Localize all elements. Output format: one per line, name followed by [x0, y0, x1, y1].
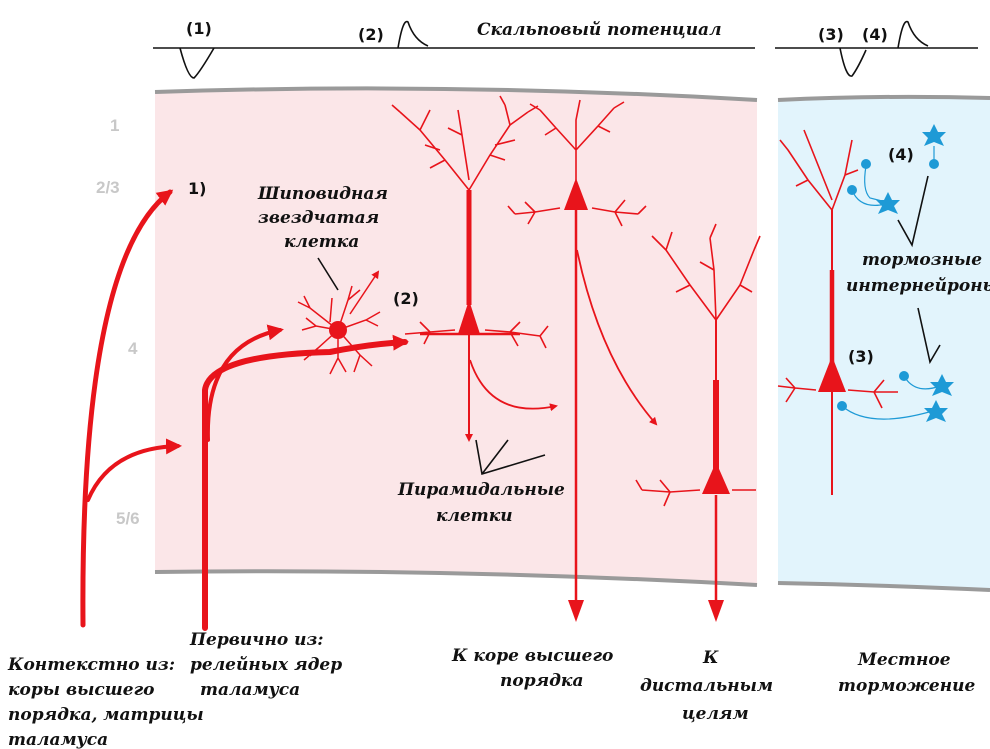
primary-label-line2: релейных ядер: [190, 655, 342, 675]
distal-label-line3: целям: [682, 704, 749, 724]
layer-label-2-3: 2/3: [96, 178, 120, 197]
right-mark-3: (3): [848, 347, 874, 366]
inhibitory-label-line2: интернейроны: [846, 276, 990, 296]
higher-cortex-label-line2: порядка: [500, 671, 583, 691]
local-label-line2: торможение: [838, 676, 975, 696]
layer-label-1: 1: [110, 116, 119, 135]
waveform-positive-4: [898, 22, 928, 48]
higher-cortex-arrow: [568, 600, 584, 622]
contextual-label-line2: коры высшего: [8, 680, 154, 700]
layer-label-5-6: 5/6: [116, 509, 140, 528]
scalp-mark-4: (4): [862, 25, 888, 44]
higher-cortex-label-line1: К коре высшего: [451, 646, 613, 666]
pyramidal-label-line1: Пирамидальные: [397, 480, 565, 500]
primary-label-line3: таламуса: [200, 680, 300, 700]
right-mark-4: (4): [888, 145, 914, 164]
distal-label-line1: К: [702, 648, 719, 668]
input-mark-1: 1): [188, 179, 206, 198]
contextual-label-line1: Контекстно из:: [7, 655, 175, 675]
stellate-label-line1: Шиповидная: [257, 184, 388, 204]
scalp-mark-3: (3): [818, 25, 844, 44]
waveform-negative-3: [840, 48, 866, 76]
pyramidal-label-line2: клетки: [436, 506, 513, 526]
waveform-positive-2: [398, 22, 428, 48]
scalp-mark-2: (2): [358, 25, 384, 44]
distal-arrow: [708, 600, 724, 622]
stellate-mark-2: (2): [393, 289, 419, 308]
cortex-panel-right: [778, 97, 990, 590]
layer-label-4: 4: [128, 339, 138, 358]
contextual-label-line3: порядка, матрицы: [8, 705, 204, 725]
stellate-label-line2: звездчатая: [258, 208, 379, 228]
inhibitory-label-line1: тормозные: [862, 250, 982, 270]
primary-label-line1: Первично из:: [189, 630, 324, 650]
scalp-title: Скальповый потенциал: [477, 20, 722, 40]
scalp-mark-1: (1): [186, 19, 212, 38]
stellate-label-line3: клетка: [284, 232, 359, 252]
waveform-negative-1: [180, 48, 214, 78]
contextual-label-line4: таламуса: [8, 730, 108, 749]
distal-label-line2: дистальным: [640, 676, 773, 696]
local-label-line1: Местное: [857, 650, 951, 670]
